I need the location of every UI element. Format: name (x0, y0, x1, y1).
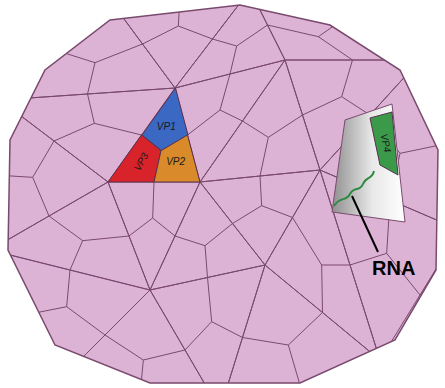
capsid-outline (8, 5, 438, 383)
face-edge (318, 25, 335, 37)
face-edge (88, 94, 95, 123)
face-edge (260, 176, 262, 206)
face-edge (220, 110, 243, 121)
face-edge (178, 26, 212, 39)
face-edge (54, 123, 94, 141)
face-edge (208, 278, 212, 322)
face-edge (243, 121, 269, 137)
leader-line (352, 196, 378, 252)
face-edge (293, 218, 322, 266)
vp3-subunit: VP3 (108, 135, 161, 182)
face-edge (95, 44, 143, 63)
face-edge (88, 63, 96, 94)
face-edge (153, 182, 154, 218)
face-edge (0, 250, 60, 380)
face-edge (175, 0, 250, 88)
face-edge (0, 250, 150, 290)
face-edge (288, 313, 322, 346)
face-edge (67, 307, 105, 335)
face-edge (70, 241, 83, 270)
face-edge (380, 230, 445, 360)
vp2-subunit: VP2 (154, 135, 200, 182)
face-edge (49, 216, 83, 241)
face-edge (0, 175, 33, 177)
face-edge (400, 145, 440, 153)
face-edge (205, 224, 233, 246)
subunit-fill (154, 135, 200, 182)
face-edge (143, 350, 185, 360)
face-edge (288, 345, 300, 385)
face-edge (220, 360, 380, 388)
face-edge (60, 290, 150, 380)
face-edge (188, 110, 221, 135)
face-edge (265, 265, 380, 360)
face-edge (342, 97, 370, 115)
face-edge (0, 250, 150, 290)
subunit-fill (370, 112, 398, 175)
face-edge (212, 322, 243, 338)
face-edge (322, 265, 350, 266)
face-edge (250, 0, 285, 60)
face-edge (25, 307, 67, 315)
face-edge (33, 141, 54, 177)
vp4-subunit: VP4 (370, 112, 398, 175)
face-edge (321, 265, 323, 313)
part-label: RNA (372, 258, 415, 278)
subunit-fill (108, 135, 161, 182)
face-edge (250, 0, 420, 60)
face-edge (233, 206, 262, 224)
face-edge (105, 335, 143, 360)
face-edge (153, 218, 175, 236)
face-edge (265, 265, 380, 360)
face-edge (420, 60, 445, 230)
face-edge (268, 115, 302, 137)
face-edge (140, 360, 143, 388)
face-edge (178, 0, 180, 26)
face-edge (175, 236, 205, 246)
face-edge (260, 137, 268, 176)
face-edge (220, 74, 230, 110)
face-edge (67, 270, 70, 307)
face-edge (213, 39, 237, 46)
face-edge (342, 60, 353, 97)
face-edge (250, 0, 285, 60)
face-edge (33, 177, 49, 216)
face-edge (230, 46, 237, 74)
face-edge (237, 25, 268, 46)
face-edge (200, 60, 285, 182)
face-edge (55, 50, 95, 63)
subunit-shape (108, 135, 161, 182)
face-edge (200, 182, 265, 265)
face-edge (143, 26, 179, 44)
face-edge (60, 380, 220, 388)
face-edge (94, 123, 141, 135)
protein-label: VP2 (166, 157, 185, 167)
face-edge (262, 206, 293, 218)
face-edge (0, 100, 108, 182)
face-edge (200, 182, 265, 265)
face-edge (129, 218, 153, 236)
face-edge (205, 246, 208, 278)
face-edge (150, 290, 220, 388)
cutaway-window (332, 104, 405, 222)
face-edge (150, 290, 220, 388)
face-edge (220, 265, 265, 388)
face-edge (318, 37, 352, 60)
face-edge (268, 25, 319, 37)
face-edge (83, 236, 129, 241)
face-edge (303, 97, 342, 115)
protein-label: VP1 (157, 122, 176, 132)
face-edge (243, 338, 289, 346)
face-edge (60, 290, 150, 380)
face-edge (185, 322, 212, 350)
face-edge (0, 0, 110, 100)
face-edge (220, 265, 265, 388)
